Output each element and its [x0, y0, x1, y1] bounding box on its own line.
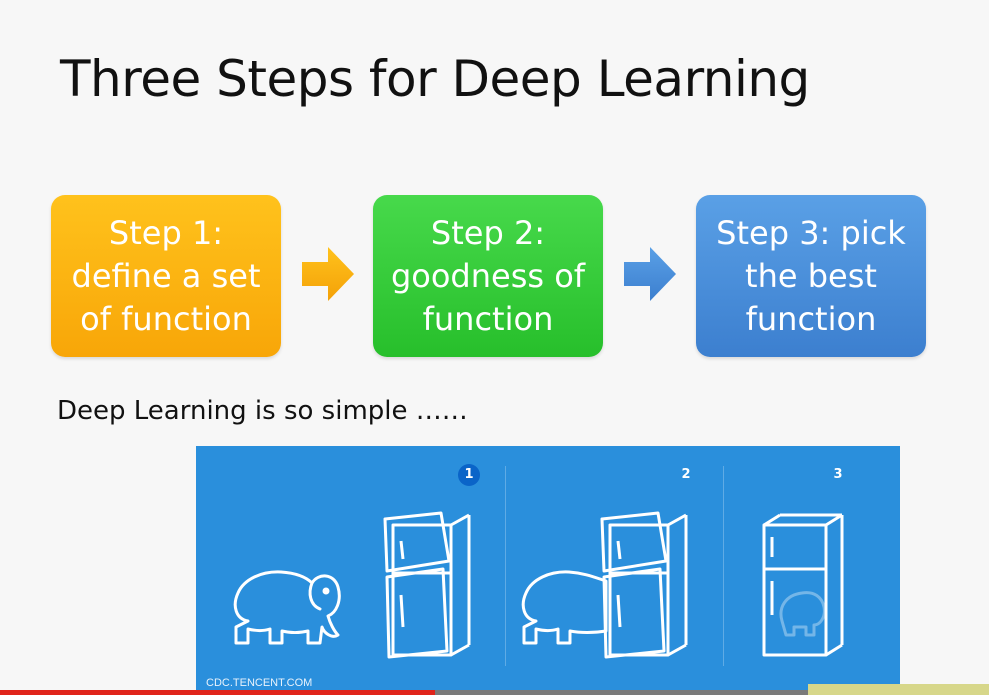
screencast-badge: [808, 684, 989, 695]
step-3-box: Step 3: pick the best function: [696, 195, 926, 357]
elephant-icon: [521, 570, 608, 645]
step-1-box: Step 1: define a set of function: [51, 195, 281, 357]
right-arrow-icon: [624, 247, 676, 301]
panel-divider: [723, 466, 724, 666]
panel-divider: [505, 466, 506, 666]
video-progress-fill: [0, 690, 436, 695]
fridge-open-icon: [383, 511, 471, 659]
elephant-fridge-comic: 1 2 3: [196, 446, 900, 695]
step-2-label: Step 2: goodness of function: [390, 213, 586, 338]
panel-number-1: 1: [458, 464, 480, 486]
slide-title: Three Steps for Deep Learning: [60, 50, 810, 108]
watermark: CDC.TENCENT.COM: [206, 677, 313, 689]
right-arrow-icon: [302, 247, 354, 301]
step-1-label: Step 1: define a set of function: [71, 213, 261, 338]
caption: Deep Learning is so simple ……: [57, 396, 468, 426]
step-2-box: Step 2: goodness of function: [373, 195, 603, 357]
panel-number-3: 3: [833, 467, 843, 482]
elephant-icon: [233, 570, 341, 645]
fridge-open-icon: [600, 511, 688, 659]
step-3-label: Step 3: pick the best function: [716, 213, 906, 338]
fridge-closed-icon: [762, 513, 844, 657]
video-progress-bar[interactable]: [0, 690, 989, 695]
panel-number-2: 2: [681, 467, 691, 482]
